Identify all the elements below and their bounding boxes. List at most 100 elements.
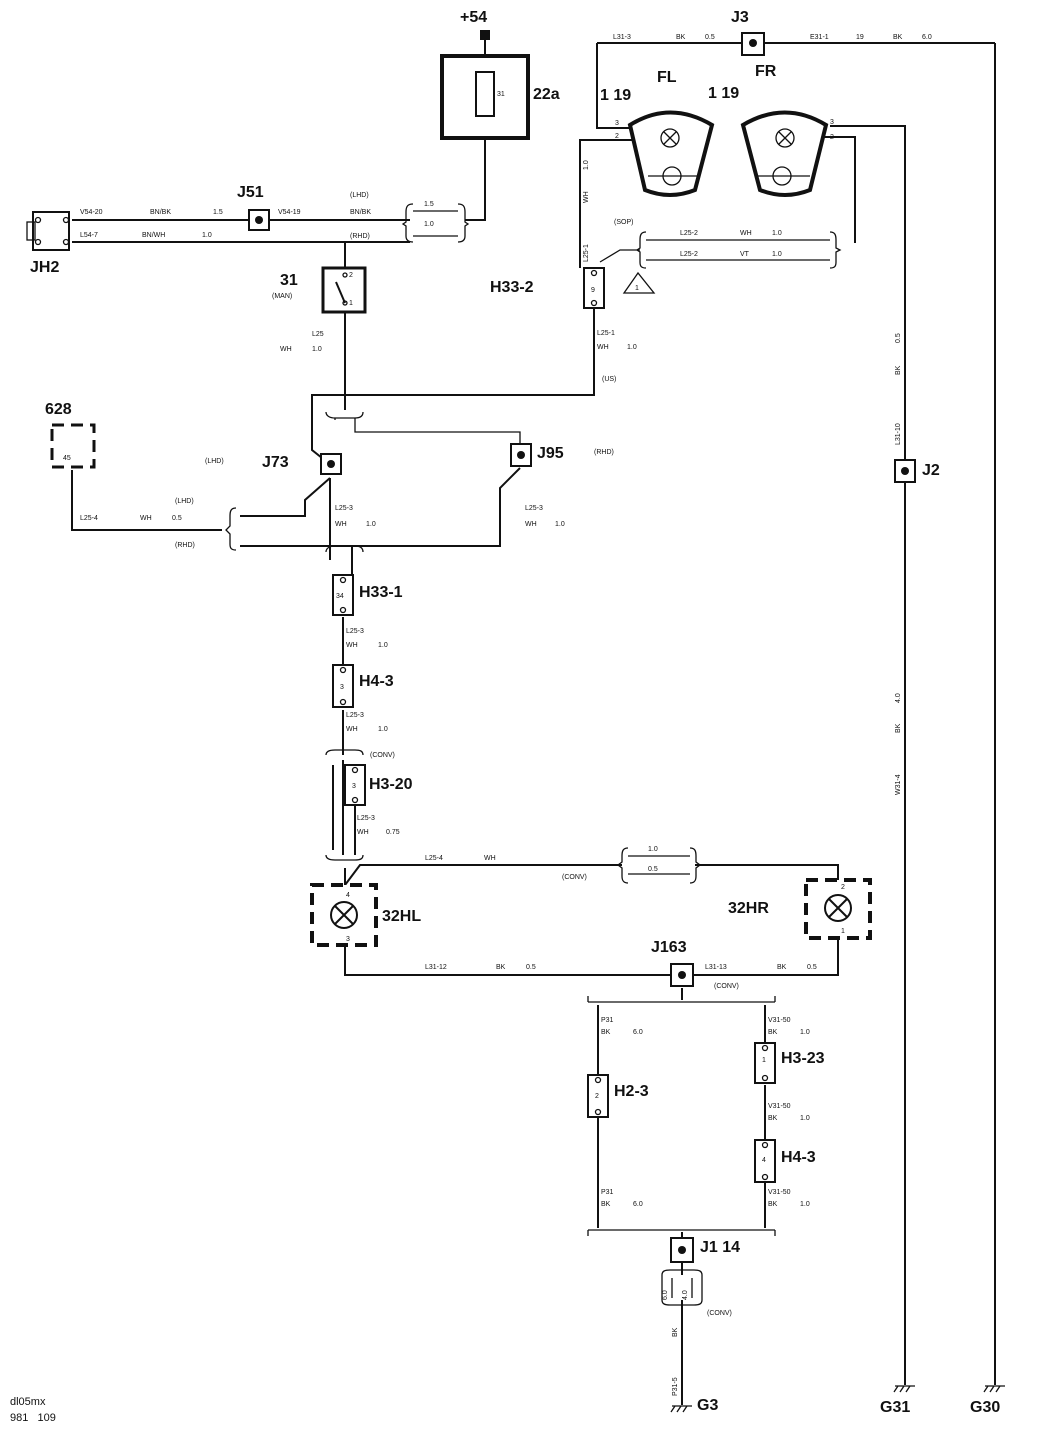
H2-3-label: H2-3 (614, 1083, 649, 1100)
junction-J114: J1 14 (670, 1237, 740, 1263)
wire-label: 1.0 (202, 232, 212, 239)
wire-label: BN/WH (142, 232, 165, 239)
ground-G30: G30 (970, 1385, 1005, 1416)
wire-label: 0.75 (386, 829, 400, 836)
wire-label: 6.0 (662, 1290, 669, 1300)
fuse-22a: 31 22a (440, 54, 560, 140)
wire-label: VT (740, 251, 750, 258)
G30-label: G30 (970, 1399, 1000, 1416)
J2-label: J2 (922, 462, 940, 479)
fuse-22a-pin: 31 (497, 91, 505, 98)
lhd-label-mid: (LHD) (205, 458, 224, 465)
wire-label: L31-13 (705, 964, 727, 971)
wire-label: 1.5 (213, 209, 223, 216)
wire-label: WH (525, 521, 537, 528)
wire-label: BK (768, 1115, 778, 1122)
wire-label: 0.5 (526, 964, 536, 971)
wire-label: L25-3 (525, 505, 543, 512)
wire-label: 1.0 (583, 160, 590, 170)
H2-3-pin: 2 (595, 1093, 599, 1100)
wire-label: V54-19 (278, 209, 301, 216)
wire-label: 4.0 (682, 1290, 689, 1300)
wire-label: 1.0 (772, 251, 782, 258)
H33-2-pin: 9 (591, 287, 595, 294)
FR-label: FR (755, 63, 777, 80)
628-pin: 45 (63, 455, 71, 462)
headlamp-FL: FL 1 19 3 2 (600, 69, 715, 197)
wire-label: V31-50 (768, 1017, 791, 1024)
wire-label: 6.0 (633, 1201, 643, 1208)
32HL-pin3: 3 (346, 936, 350, 943)
wire-label: 0.5 (705, 34, 715, 41)
connector-H4-3-left: 3 H4-3 (332, 664, 394, 708)
wire-label: L25-2 (680, 230, 698, 237)
connector-H3-23: 1 H3-23 (754, 1042, 825, 1084)
rhd-label-low: (RHD) (175, 542, 195, 549)
connector-H4-3-right: 4 H4-3 (754, 1139, 816, 1183)
wire-label: E31-1 (810, 34, 829, 41)
wire-label: WH (740, 230, 752, 237)
wire-label: P31 (601, 1189, 614, 1196)
footer-number: 981 109 (10, 1412, 56, 1424)
H4-3-right-pin: 4 (762, 1157, 766, 1164)
FL-rating: 1 19 (600, 87, 631, 104)
H3-20-label: H3-20 (369, 776, 413, 793)
wire-label: 6.0 (922, 34, 932, 41)
rhd-label-top: (RHD) (350, 233, 370, 240)
headlamp-FR: 1 19 3 2 (708, 85, 834, 197)
junction-J2: J2 (894, 459, 940, 483)
H33-1-pin: 34 (336, 593, 344, 600)
J163-label: J163 (651, 939, 687, 956)
plus54-terminal (480, 30, 490, 40)
connector-H3-20: 3 H3-20 (344, 764, 413, 806)
wire-label: WH (335, 521, 347, 528)
H3-23-pin: 1 (762, 1057, 766, 1064)
H4-3-left-pin: 3 (340, 684, 344, 691)
J114-label: J1 14 (700, 1239, 740, 1256)
sw31-pin1: 1 (349, 300, 353, 307)
lamp-32HL: 4 3 32HL (310, 883, 421, 947)
wire-label: WH (140, 515, 152, 522)
32HL-label: 32HL (382, 908, 421, 925)
wire-label: 1.5 (424, 201, 434, 208)
wire-label: BN/BK (350, 209, 371, 216)
32HR-label: 32HR (728, 900, 769, 917)
H33-1-label: H33-1 (359, 584, 403, 601)
32HR-pin2: 2 (841, 884, 845, 891)
wires (71, 40, 996, 1405)
wire-label: BK (895, 365, 902, 375)
wire-label: V31-50 (768, 1103, 791, 1110)
H3-23-label: H3-23 (781, 1050, 825, 1067)
wire-label: 19 (856, 34, 864, 41)
wire-label: BK (601, 1201, 611, 1208)
FR-pin2: 2 (830, 134, 834, 141)
fuse-22a-label: 22a (533, 86, 560, 103)
wire-label: 1.0 (312, 346, 322, 353)
wire-label: BN/BK (150, 209, 171, 216)
wire-label: WH (484, 855, 496, 862)
junction-J3: J3 FR (731, 9, 777, 80)
G3-label: G3 (697, 1397, 718, 1414)
lhd-label-top: (LHD) (350, 192, 369, 199)
FR-rating: 1 19 (708, 85, 739, 102)
wire-label: BK (777, 964, 787, 971)
wire-label: 1.0 (800, 1029, 810, 1036)
wire-label: L25-3 (346, 628, 364, 635)
wire-label: L54-7 (80, 232, 98, 239)
wire-label: WH (583, 191, 590, 203)
wire-label: L25-1 (597, 330, 615, 337)
conv-label-3: (CONV) (714, 983, 739, 990)
ground-G3: G3 (670, 1397, 718, 1414)
wire-label: L25-3 (335, 505, 353, 512)
wire-label: V54-20 (80, 209, 103, 216)
wire-label: 0.5 (807, 964, 817, 971)
conv-label-2: (CONV) (562, 874, 587, 881)
wire-label: BK (496, 964, 506, 971)
sw31-label: 31 (280, 272, 298, 289)
J3-label: J3 (731, 9, 749, 26)
J95-label: J95 (537, 445, 564, 462)
wire-label: P31 (601, 1017, 614, 1024)
wire-label: BK (672, 1327, 679, 1337)
connector-JH2: JH2 (26, 211, 70, 276)
